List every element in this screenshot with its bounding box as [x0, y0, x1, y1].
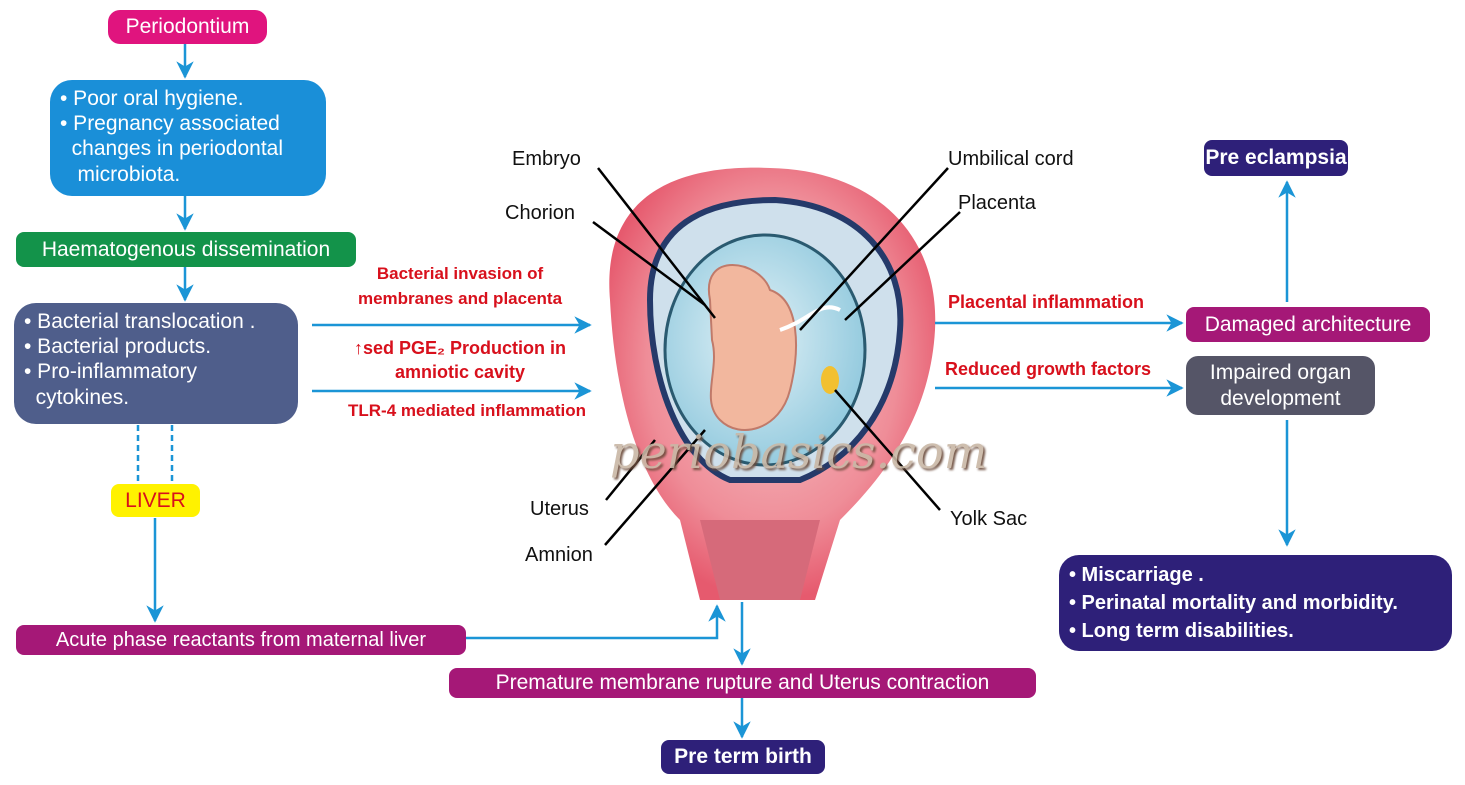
bacterial-box: • Bacterial translocation . • Bacterial …: [14, 303, 298, 424]
arrows: [136, 44, 1296, 739]
bacterial-item: • Pro-inflammatory: [24, 360, 198, 384]
outcome-item: • Perinatal mortality and morbidity.: [1069, 592, 1398, 614]
watermark: periobasics.com: [610, 425, 988, 479]
umbilical-cord-shape: [779, 305, 841, 332]
impaired-text-2: development: [1220, 386, 1341, 410]
pge-text-1: ↑sed PGE₂ Production in: [353, 338, 567, 358]
periodontium-box: Periodontium: [108, 10, 267, 44]
bacterial-item: • Bacterial translocation .: [24, 310, 256, 333]
label-uterus: Uterus: [530, 498, 589, 520]
label-placenta: Placenta: [958, 192, 1036, 214]
invasion-text-2: membranes and placenta: [357, 289, 563, 308]
causes-box: • Poor oral hygiene. • Pregnancy associa…: [50, 80, 326, 196]
cause-item: changes in periodontal: [60, 137, 283, 161]
cause-item: microbiota.: [60, 162, 181, 186]
reduced-growth-text: Reduced growth factors: [945, 359, 1152, 379]
bacterial-item: • Bacterial products.: [24, 335, 212, 359]
preterm-box: Pre term birth: [661, 740, 825, 774]
tlr-text: TLR-4 mediated inflammation: [347, 401, 587, 420]
pre-eclampsia-box: Pre eclampsia: [1204, 140, 1348, 176]
pge-text-2: amniotic cavity: [394, 362, 526, 382]
cause-item: • Pregnancy associated: [60, 112, 280, 136]
outcomes-box: • Miscarriage . • Perinatal mortality an…: [1059, 555, 1452, 651]
acute-phase-box: Acute phase reactants from maternal live…: [16, 625, 466, 655]
embryo-shape: [707, 264, 797, 431]
cause-item: • Poor oral hygiene.: [60, 87, 244, 110]
label-amnion: Amnion: [525, 544, 593, 566]
impaired-text-1: Impaired organ: [1209, 361, 1352, 385]
premature-box: Premature membrane rupture and Uterus co…: [449, 668, 1036, 698]
yolk-sac-shape: [821, 366, 839, 394]
dissemination-box: Haematogenous dissemination: [16, 232, 356, 267]
invasion-text-1: Bacterial invasion of: [376, 264, 544, 283]
label-yolk-sac: Yolk Sac: [950, 508, 1028, 530]
label-chorion: Chorion: [505, 202, 576, 224]
outcome-item: • Long term disabilities.: [1069, 620, 1294, 642]
placental-inflammation-text: Placental inflammation: [948, 292, 1145, 312]
label-embryo: Embryo: [512, 148, 581, 170]
label-umbilical-cord: Umbilical cord: [948, 148, 1074, 170]
bacterial-item: cytokines.: [24, 385, 130, 409]
label-pointers: [592, 167, 961, 546]
outcome-item: • Miscarriage .: [1069, 564, 1204, 586]
damaged-architecture-box: Damaged architecture: [1186, 307, 1430, 342]
impaired-organ-box: Impaired organ development: [1186, 356, 1375, 415]
uterus-illustration: [609, 167, 936, 600]
liver-box: LIVER: [111, 484, 200, 517]
